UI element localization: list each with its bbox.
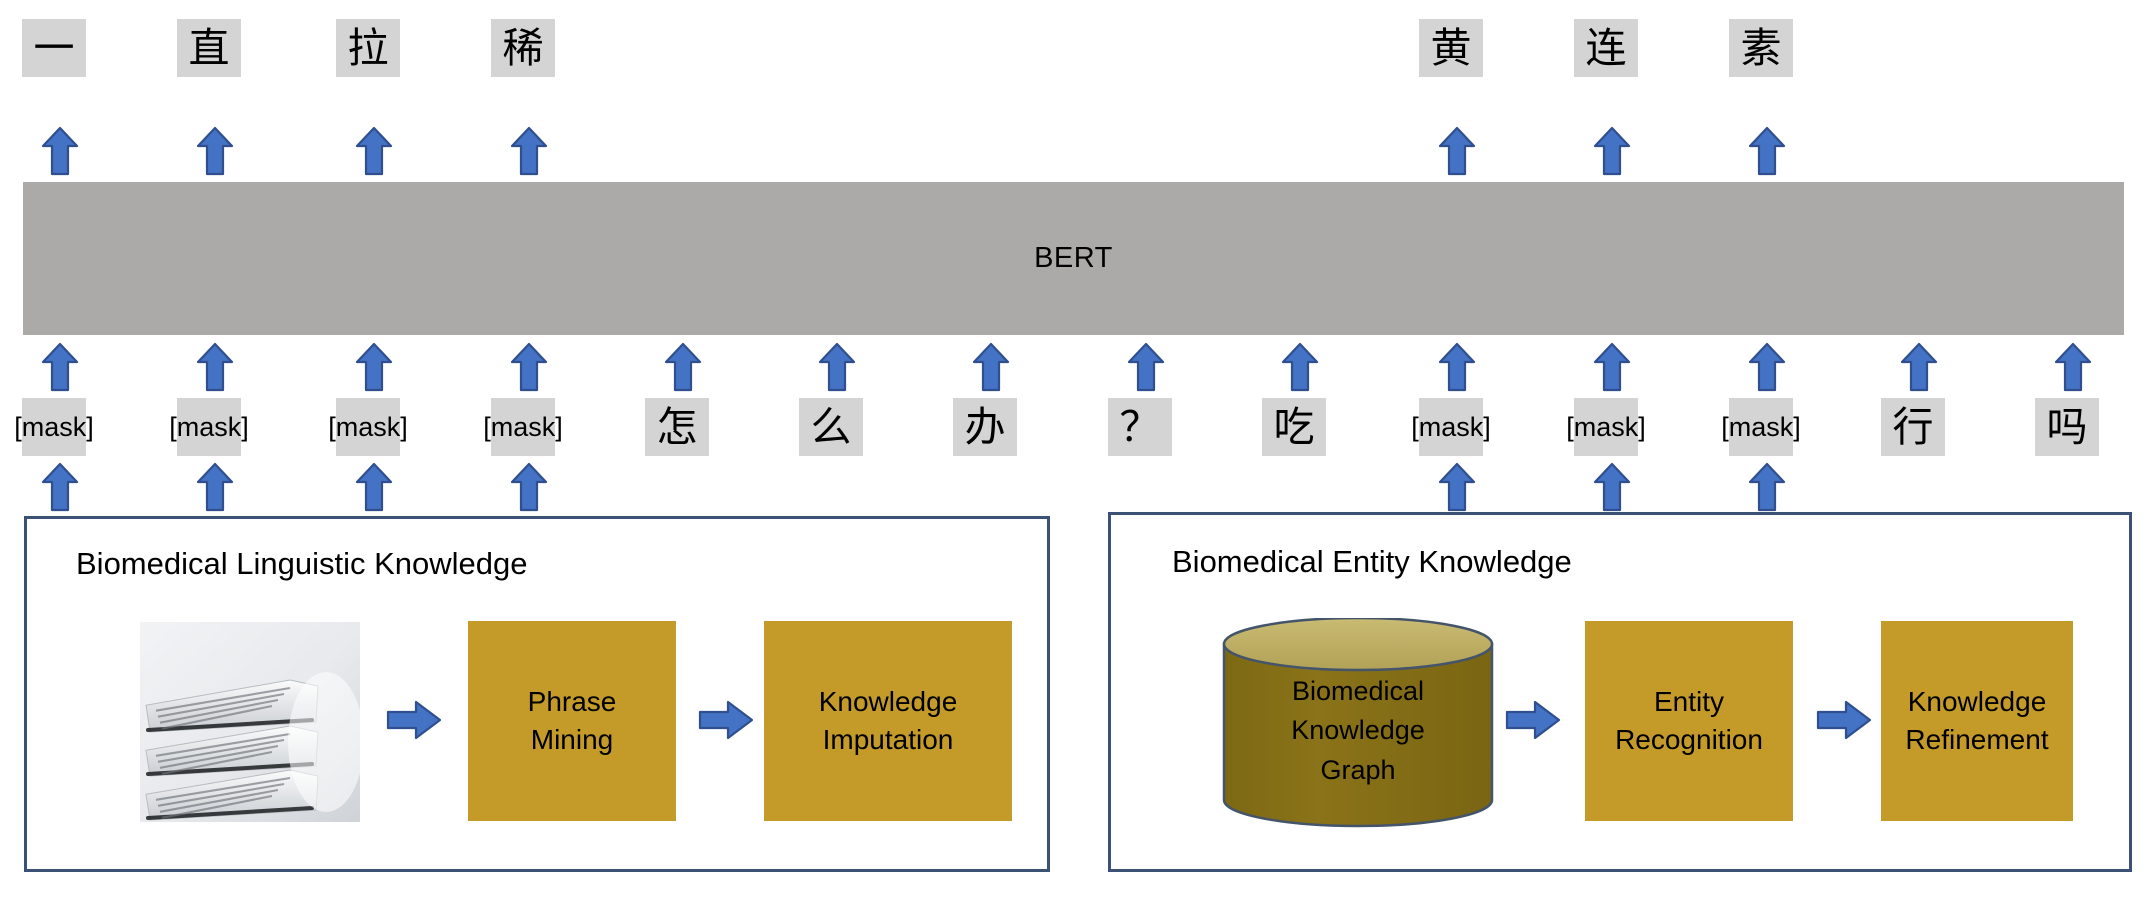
up-arrow-icon-0: [41, 126, 79, 176]
up-arrow-icon-8: [1281, 342, 1319, 392]
up-arrow-icon-2: [355, 342, 393, 392]
input-token-label: [mask]: [483, 411, 563, 442]
input-token-9: [mask]: [1411, 398, 1491, 456]
step-box-label-line: Knowledge: [1907, 686, 2047, 718]
up-arrow-icon-6: [972, 342, 1010, 392]
input-token-3: [mask]: [483, 398, 563, 456]
output-token-label: 拉: [347, 23, 389, 72]
up-arrow-icon-2: [355, 126, 393, 176]
output-token-5: 连: [1574, 19, 1638, 77]
input-token-0: [mask]: [14, 398, 94, 456]
output-token-4: 黄: [1419, 19, 1483, 77]
input-token-1: [mask]: [169, 398, 249, 456]
step-box-label-line: Entity: [1653, 686, 1725, 718]
right-arrow-icon-linguistic-0: [386, 698, 442, 742]
input-token-13: 吗: [2035, 398, 2099, 456]
up-arrow-icon-5: [818, 342, 856, 392]
output-token-0: 一: [22, 19, 86, 77]
input-token-label: [mask]: [328, 411, 408, 442]
up-arrow-icon-12: [1900, 342, 1938, 392]
up-arrow-icon-4: [1438, 462, 1476, 512]
input-token-10: [mask]: [1566, 398, 1646, 456]
up-arrow-icon-0: [41, 462, 79, 512]
right-arrow-icon-entity-1: [1816, 698, 1872, 742]
input-token-7: ？: [1108, 398, 1172, 456]
up-arrow-icon-2: [355, 462, 393, 512]
output-token-label: 素: [1740, 23, 1782, 72]
right-arrow-icon-entity-0: [1505, 698, 1561, 742]
up-arrow-icon-3: [510, 462, 548, 512]
output-token-6: 素: [1729, 19, 1793, 77]
step-box-label-line: Mining: [530, 724, 614, 755]
step-box-label-line: Phrase: [527, 686, 617, 718]
panel-title-entity: Biomedical Entity Knowledge: [1172, 544, 1572, 579]
input-token-label: ？: [1119, 402, 1161, 451]
up-arrow-icon-3: [510, 342, 548, 392]
up-arrow-icon-4: [1438, 126, 1476, 176]
input-token-label: 吃: [1273, 402, 1315, 451]
input-token-label: 办: [964, 402, 1006, 451]
bert-label: BERT: [1034, 242, 1113, 274]
up-arrow-icon-0: [41, 342, 79, 392]
output-token-2: 拉: [336, 19, 400, 77]
up-arrow-icon-6: [1748, 126, 1786, 176]
output-token-3: 稀: [491, 19, 555, 77]
output-token-label: 直: [188, 23, 230, 72]
up-arrow-icon-10: [1593, 342, 1631, 392]
up-arrow-icon-11: [1748, 342, 1786, 392]
input-token-label: 么: [810, 402, 852, 451]
input-token-11: [mask]: [1721, 398, 1801, 456]
input-token-label: [mask]: [169, 411, 249, 442]
up-arrow-icon-5: [1593, 462, 1631, 512]
input-token-6: 办: [953, 398, 1017, 456]
step-box-label-line: Refinement: [1905, 724, 2049, 755]
up-arrow-icon-3: [510, 126, 548, 176]
up-arrow-icon-1: [196, 462, 234, 512]
output-token-label: 稀: [502, 23, 544, 72]
up-arrow-icon-7: [1127, 342, 1165, 392]
input-token-label: [mask]: [1721, 411, 1801, 442]
step-box-label-line: Imputation: [822, 724, 954, 755]
up-arrow-icon-4: [664, 342, 702, 392]
input-token-2: [mask]: [328, 398, 408, 456]
input-token-5: 么: [799, 398, 863, 456]
up-arrow-icon-13: [2054, 342, 2092, 392]
newspaper-photo-icon: [140, 622, 360, 822]
output-token-1: 直: [177, 19, 241, 77]
up-arrow-icon-9: [1438, 342, 1476, 392]
step-box-label-line: Knowledge: [818, 686, 958, 718]
output-token-label: 黄: [1430, 23, 1472, 72]
input-token-12: 行: [1881, 398, 1945, 456]
bert-encoder-block: BERT: [23, 182, 2124, 335]
up-arrow-icon-1: [196, 342, 234, 392]
up-arrow-icon-1: [196, 126, 234, 176]
up-arrow-icon-5: [1593, 126, 1631, 176]
right-arrow-icon-linguistic-1: [698, 698, 754, 742]
input-token-label: [mask]: [1411, 411, 1491, 442]
input-token-label: 行: [1892, 402, 1934, 451]
input-token-4: 怎: [645, 398, 709, 456]
input-token-8: 吃: [1262, 398, 1326, 456]
input-token-label: 吗: [2046, 402, 2088, 451]
step-box-label-line: Recognition: [1615, 724, 1763, 755]
output-token-label: 连: [1585, 23, 1627, 72]
panel-title-linguistic: Biomedical Linguistic Knowledge: [76, 546, 528, 581]
output-token-label: 一: [33, 23, 75, 72]
input-token-label: [mask]: [14, 411, 94, 442]
input-token-label: [mask]: [1566, 411, 1646, 442]
up-arrow-icon-6: [1748, 462, 1786, 512]
input-token-label: 怎: [656, 402, 698, 451]
